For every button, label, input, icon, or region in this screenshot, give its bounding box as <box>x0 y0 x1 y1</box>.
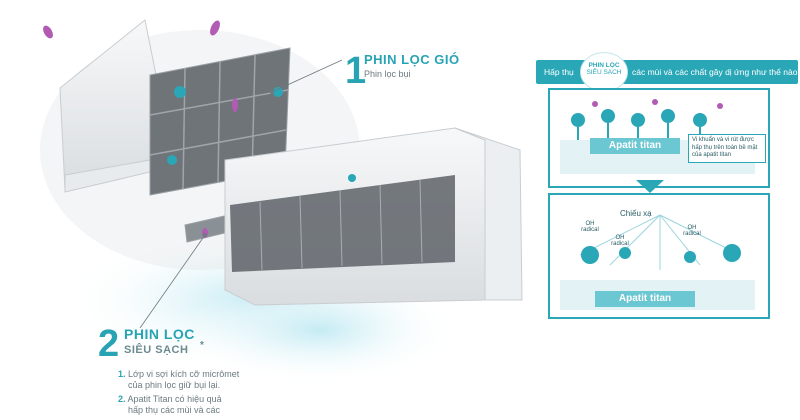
note-number: 1. <box>118 369 126 379</box>
banner-right-text: các mùi và các chất gây dị ứng như thế n… <box>632 67 800 77</box>
absorption-callout: Vi khuẩn và vi rút được hấp thụ trên toà… <box>688 134 766 163</box>
filter1-title: PHIN LỌC GIÓ <box>364 52 460 67</box>
panel-banner: Hấp thụ các mùi và các chất gây dị ứng n… <box>536 60 800 84</box>
absorption-box: Apatit titan Vi khuẩn và vi rút được hấp… <box>548 88 770 188</box>
badge-line2: SIÊU SẠCH <box>586 69 622 76</box>
filter1-number: 1 <box>345 50 367 92</box>
decomposition-box: Chiếu xạ OH radical OH radical OH radica… <box>548 193 770 319</box>
note-item: 2. Apatit Titan có hiệu quả hấp thụ các … <box>118 394 318 416</box>
filter2-title-line2: SIÊU SẠCH <box>124 344 189 356</box>
note-text: của phin lọc giữ bụi lại. <box>128 380 221 390</box>
super-clean-badge: PHIN LỌC SIÊU SẠCH <box>580 52 628 92</box>
air-conditioner-illustration <box>40 19 523 385</box>
radical-label: OH radical <box>683 225 701 237</box>
badge-line1: PHIN LỌC <box>588 62 620 69</box>
filter2-asterisk: * <box>200 340 205 351</box>
radical-label: OH radical <box>611 235 629 247</box>
note-item: 1. Lớp vi sợi kích cỡ micrômet của phin … <box>118 369 318 391</box>
note-number: 2. <box>118 394 126 404</box>
filter2-notes: 1. Lớp vi sợi kích cỡ micrômet của phin … <box>118 369 318 416</box>
uv-label: Chiếu xạ <box>620 209 652 218</box>
filter2-title-line1: PHIN LỌC <box>124 326 195 342</box>
note-text: Apatit Titan có hiệu quả <box>127 394 222 404</box>
banner-left-text: Hấp thụ <box>544 67 574 77</box>
filter1-subtitle: Phin lọc bụi <box>364 69 411 79</box>
arrow-down-icon <box>636 180 664 193</box>
apatite-titan-label-top: Apatit titan <box>590 138 680 154</box>
note-text: hấp thụ các mùi và các <box>128 405 221 415</box>
radical-label: OH radical <box>581 221 599 233</box>
note-text: Lớp vi sợi kích cỡ micrômet <box>128 369 240 379</box>
filter2-number: 2 <box>98 323 120 365</box>
apatite-titan-label-bottom: Apatit titan <box>595 291 695 307</box>
